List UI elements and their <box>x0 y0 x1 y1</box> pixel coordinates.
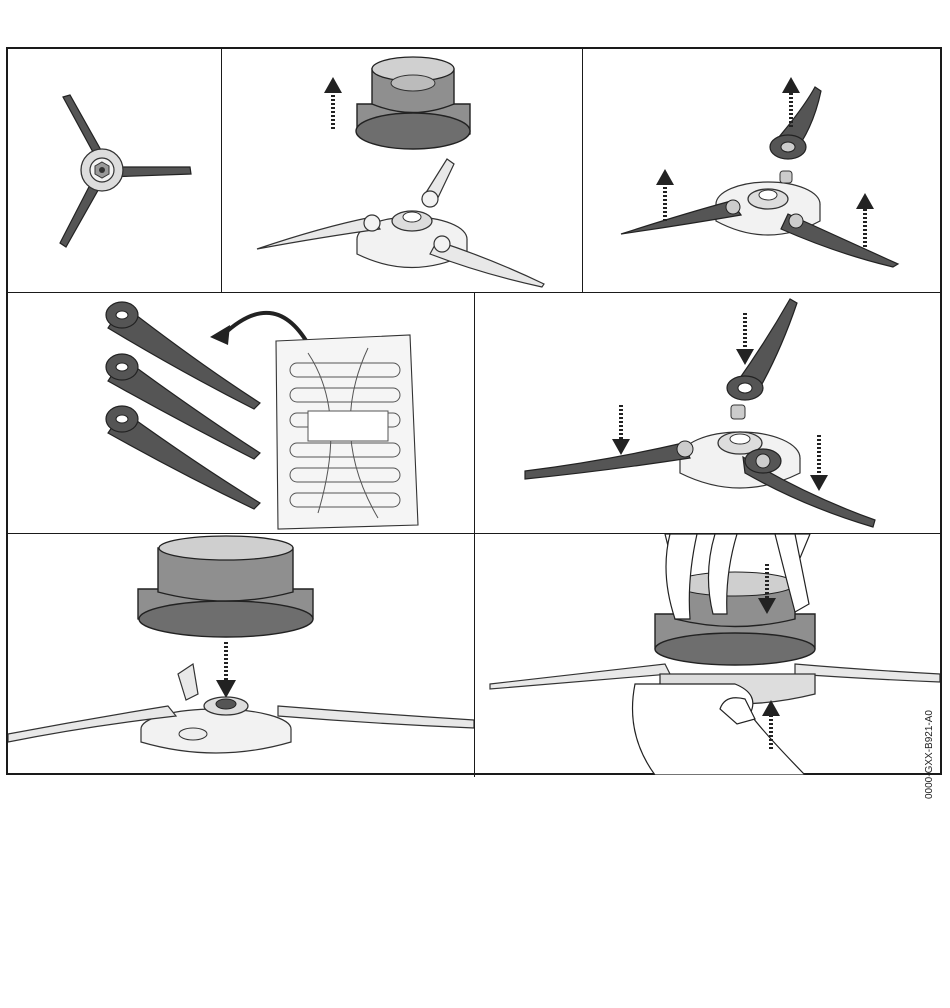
panel-place-cap <box>8 534 474 775</box>
panel-press-cap <box>475 534 940 775</box>
blade-insert-icon <box>475 293 940 533</box>
cap-removal-icon <box>222 49 582 292</box>
panel-remove-blades <box>583 49 940 292</box>
blade-pack-icon <box>8 293 474 533</box>
panel-blade-head <box>8 49 221 292</box>
blade-head-icon <box>8 49 221 292</box>
panel-remove-cap <box>222 49 582 292</box>
blade-removal-icon <box>583 49 940 292</box>
hands-press-icon <box>475 534 940 775</box>
panel-blade-pack <box>8 293 474 533</box>
panel-insert-blades <box>475 293 940 533</box>
instruction-figure: 0000-GXX-B921-A0 <box>6 47 942 775</box>
reference-code: 0000-GXX-B921-A0 <box>920 689 940 799</box>
cap-place-icon <box>8 534 474 775</box>
